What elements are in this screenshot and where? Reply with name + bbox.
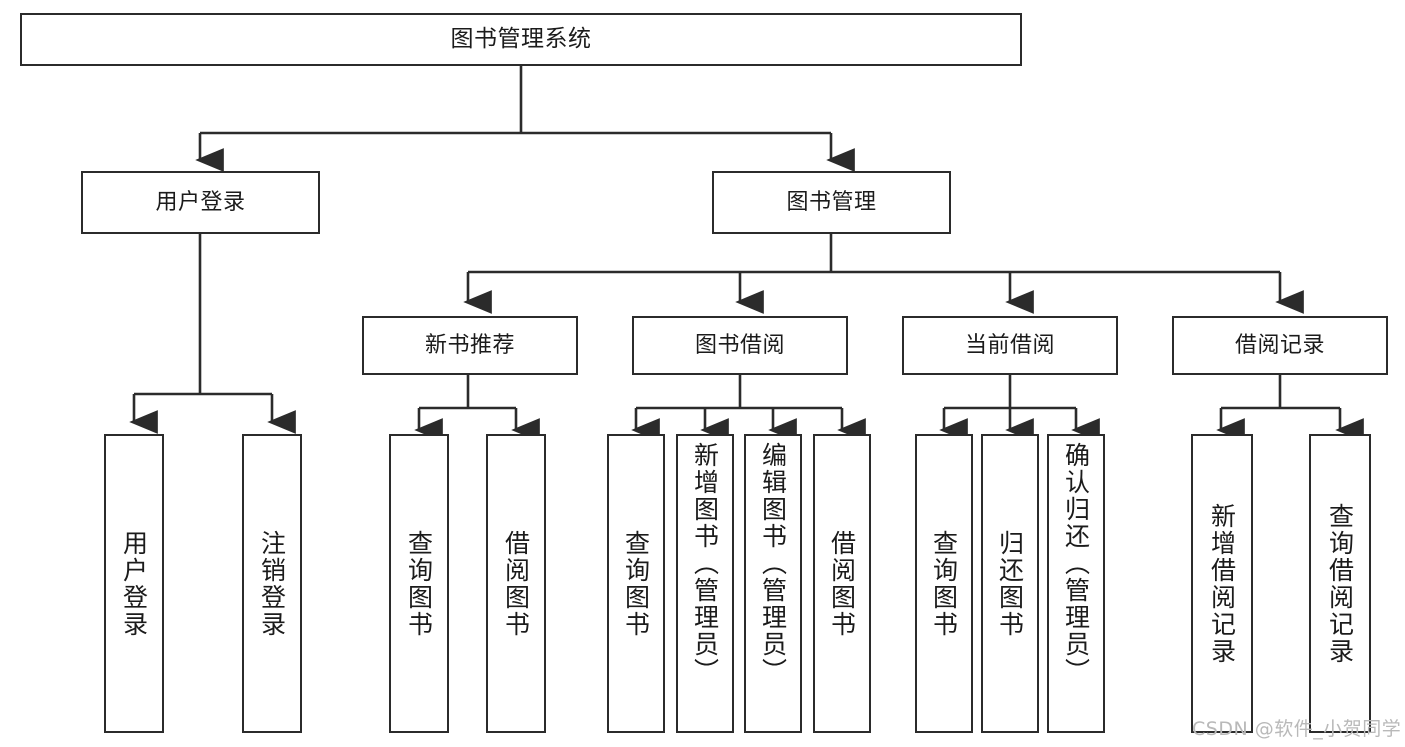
- node-user-login-label: 用户登录: [155, 189, 246, 215]
- node-root-system[interactable]: 图书管理系统: [20, 13, 1022, 66]
- leaf-current-borrow-confirm-label: 确认归还（管理员）: [1061, 442, 1091, 685]
- leaf-new-book-query-label: 查询图书: [404, 529, 434, 638]
- leaf-user-login-logout[interactable]: 注销登录: [242, 434, 302, 733]
- leaf-book-borrow-query[interactable]: 查询图书: [607, 434, 665, 733]
- node-book-manage-label: 图书管理: [786, 189, 877, 215]
- node-borrow-record-label: 借阅记录: [1234, 332, 1325, 358]
- leaf-borrow-record-add[interactable]: 新增借阅记录: [1191, 434, 1253, 733]
- leaf-book-borrow-edit-label: 编辑图书（管理员）: [758, 442, 788, 685]
- leaf-user-login-login[interactable]: 用户登录: [104, 434, 164, 733]
- leaf-current-borrow-query[interactable]: 查询图书: [915, 434, 973, 733]
- leaf-current-borrow-confirm[interactable]: 确认归还（管理员）: [1047, 434, 1105, 733]
- leaf-user-login-logout-label: 注销登录: [257, 529, 287, 638]
- leaf-current-borrow-return-label: 归还图书: [995, 529, 1025, 638]
- node-book-manage[interactable]: 图书管理: [712, 171, 951, 234]
- leaf-book-borrow-add-label: 新增图书（管理员）: [690, 442, 720, 685]
- node-new-book-recommend-label: 新书推荐: [424, 332, 515, 358]
- leaf-borrow-record-query[interactable]: 查询借阅记录: [1309, 434, 1371, 733]
- leaf-user-login-login-label: 用户登录: [119, 529, 149, 638]
- node-new-book-recommend[interactable]: 新书推荐: [362, 316, 578, 375]
- leaf-book-borrow-borrow-label: 借阅图书: [827, 529, 857, 638]
- leaf-book-borrow-edit[interactable]: 编辑图书（管理员）: [744, 434, 802, 733]
- node-root-system-label: 图书管理系统: [450, 25, 592, 52]
- leaf-borrow-record-add-label: 新增借阅记录: [1207, 502, 1237, 665]
- leaf-borrow-record-query-label: 查询借阅记录: [1325, 502, 1355, 665]
- leaf-current-borrow-return[interactable]: 归还图书: [981, 434, 1039, 733]
- node-current-borrow-label: 当前借阅: [964, 332, 1055, 358]
- leaf-new-book-borrow-label: 借阅图书: [501, 529, 531, 638]
- node-book-borrow-label: 图书借阅: [694, 332, 785, 358]
- leaf-current-borrow-query-label: 查询图书: [929, 529, 959, 638]
- node-current-borrow[interactable]: 当前借阅: [902, 316, 1118, 375]
- leaf-book-borrow-borrow[interactable]: 借阅图书: [813, 434, 871, 733]
- leaf-new-book-borrow[interactable]: 借阅图书: [486, 434, 546, 733]
- watermark: CSDN @软件_小贺同学: [1192, 718, 1402, 740]
- leaf-book-borrow-add[interactable]: 新增图书（管理员）: [676, 434, 734, 733]
- node-user-login[interactable]: 用户登录: [81, 171, 320, 234]
- node-book-borrow[interactable]: 图书借阅: [632, 316, 848, 375]
- leaf-new-book-query[interactable]: 查询图书: [389, 434, 449, 733]
- leaf-book-borrow-query-label: 查询图书: [621, 529, 651, 638]
- node-borrow-record[interactable]: 借阅记录: [1172, 316, 1388, 375]
